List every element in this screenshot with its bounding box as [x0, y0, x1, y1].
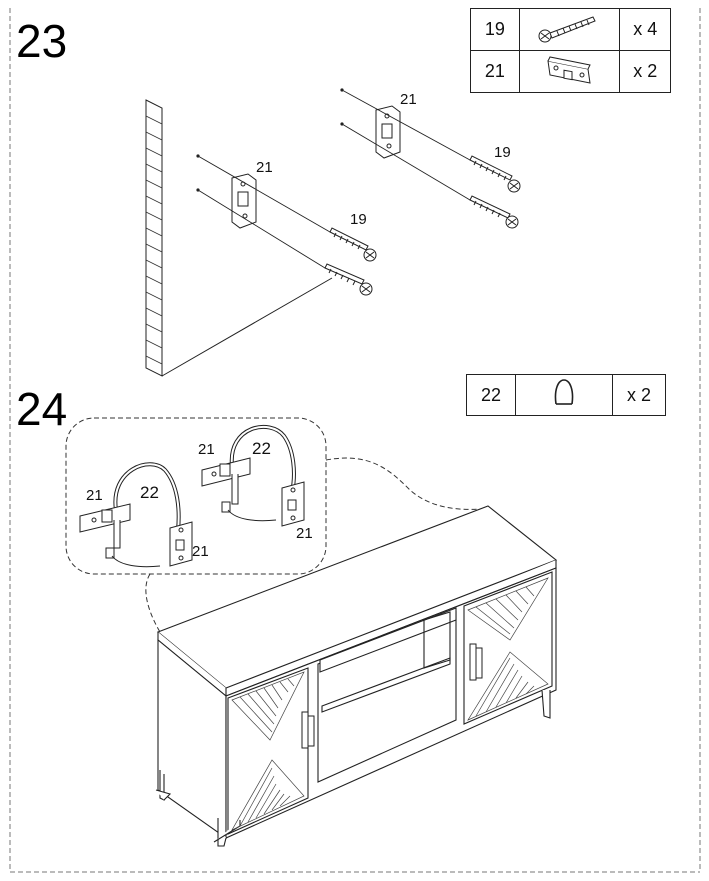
part-qty: x 2: [619, 50, 671, 93]
door-pattern-left: [231, 671, 305, 831]
parts-row: 21 x 2: [470, 50, 671, 93]
anchor-bracket-icon: [518, 50, 621, 93]
part-qty: x 2: [612, 374, 666, 416]
door-handle-right: [469, 643, 483, 681]
callout-left-bracket: 21: [86, 487, 103, 504]
door-pattern-right: [467, 577, 549, 721]
door-handle-left: [301, 711, 315, 749]
callout-right-bracket: 21: [198, 441, 215, 458]
strap-assembly-right: [201, 424, 305, 527]
tv-stand-cabinet: [155, 505, 558, 847]
callout-bracket-upper: 21: [400, 91, 417, 108]
callout-bracket-lower: 21: [256, 159, 273, 176]
step23-parts-table: 19 x 4 21: [470, 8, 671, 93]
callout-screws-lower: 19: [350, 211, 367, 228]
part-id: 21: [470, 50, 520, 93]
part-qty: x 4: [619, 8, 671, 51]
detail-callout-bubble: [65, 417, 327, 575]
callout-right-strap: 22: [252, 439, 271, 458]
strap-assembly-left: [79, 462, 193, 568]
screw-icon: [469, 195, 519, 229]
callout-screws-upper: 19: [494, 144, 511, 161]
anchor-bracket-upper: [375, 105, 401, 159]
step-number-24: 24: [16, 383, 68, 435]
screw-icon: [329, 227, 377, 262]
screw-icon: [324, 263, 373, 296]
callout-right-lower-bracket: 21: [296, 525, 313, 542]
part-id: 22: [466, 374, 516, 416]
step24-parts-table: 22 x 2: [466, 374, 666, 416]
callout-left-lower-bracket: 21: [192, 543, 209, 560]
callout-left-strap: 22: [140, 483, 159, 502]
strap-icon: [515, 374, 613, 416]
screw-icon: [469, 155, 521, 193]
step-number-23: 23: [16, 15, 68, 67]
screw-icon: [518, 8, 621, 51]
parts-row: 22 x 2: [466, 374, 666, 416]
